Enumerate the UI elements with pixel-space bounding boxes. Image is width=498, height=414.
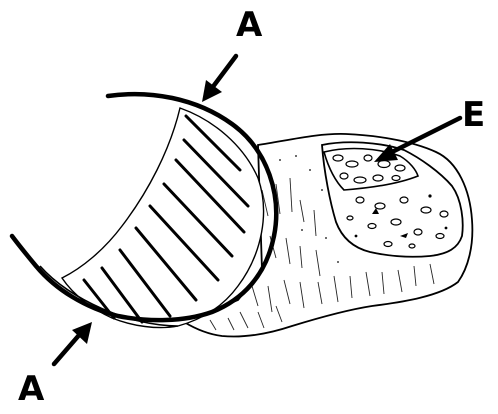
arrow-top-a <box>202 56 236 102</box>
label-e: E <box>462 98 485 132</box>
cup-structure <box>12 94 276 327</box>
label-a-bottom: A <box>18 372 44 406</box>
label-a-top: A <box>236 8 262 42</box>
arrow-bottom-a <box>54 322 92 364</box>
